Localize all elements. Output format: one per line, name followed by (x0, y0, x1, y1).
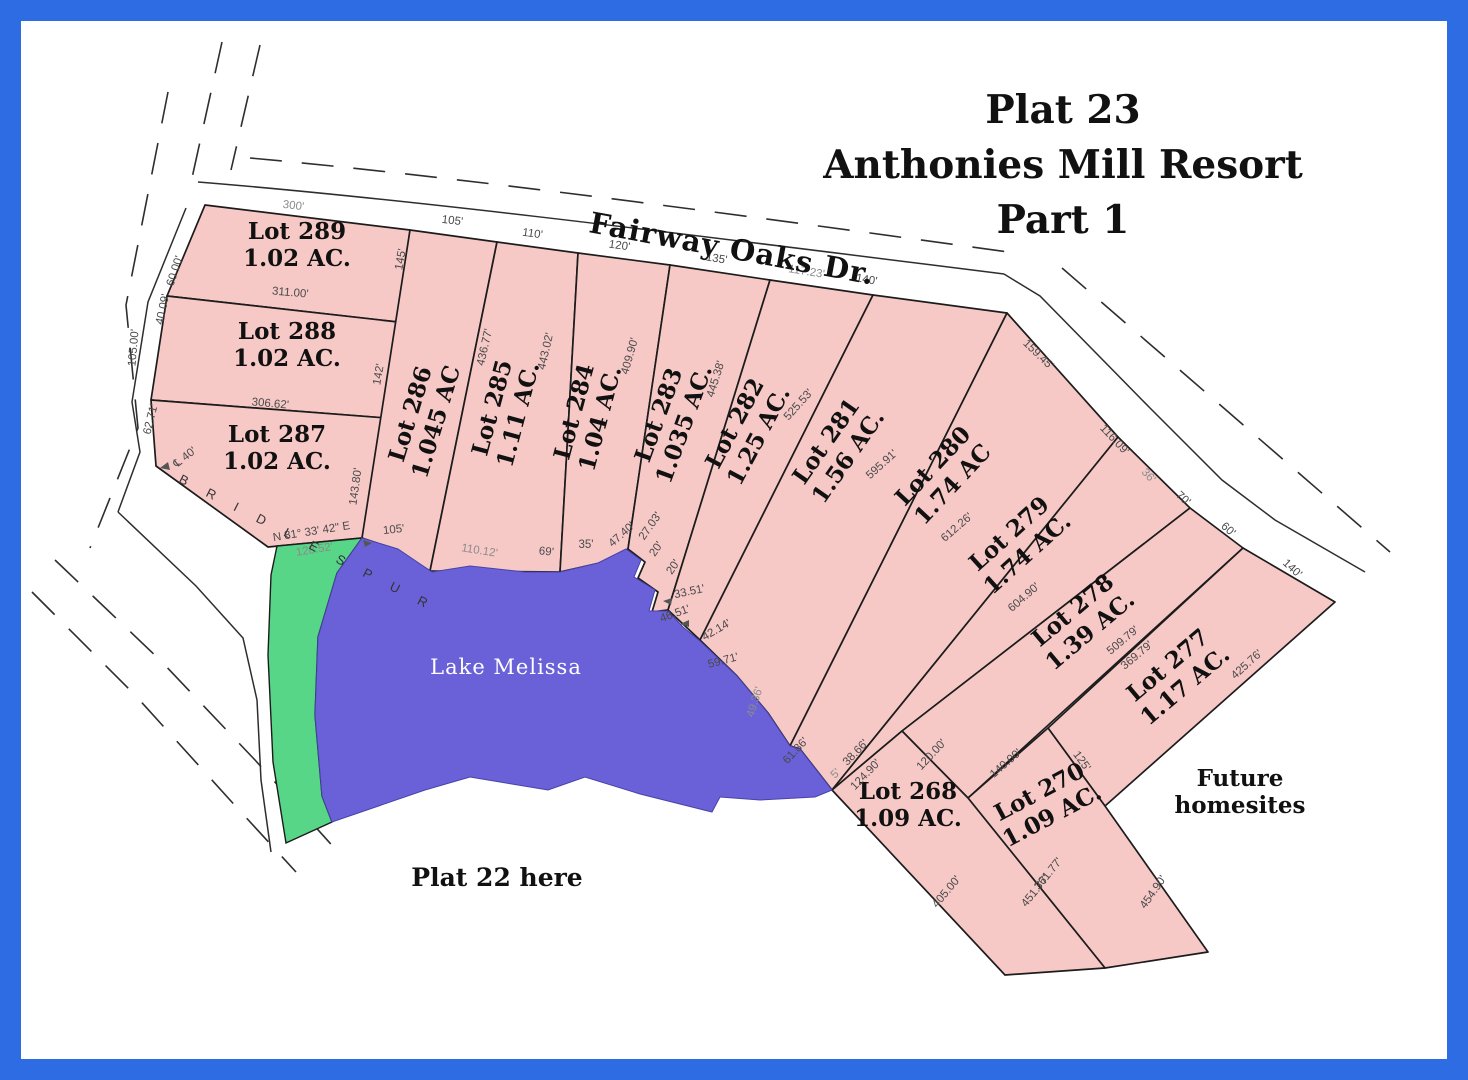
future-homesites-note-line1: Future (1197, 765, 1284, 792)
lot-id: Lot 268 (859, 778, 957, 805)
road-dashed-line (54, 559, 339, 853)
dim-label: 110.12' (460, 542, 498, 560)
page-subtitle: Anthonies Mill Resort (822, 142, 1302, 188)
road-dashed-lines (31, 41, 1391, 873)
lake-name-label: Lake Melissa (430, 655, 582, 679)
dim-label: 35' (579, 539, 594, 551)
dim-label: 69' (538, 545, 554, 559)
dim-label: 306.62' (251, 396, 289, 411)
road-line (117, 207, 187, 513)
lot-area: 1.09 AC. (854, 805, 962, 832)
dim-label: 105' (441, 214, 464, 229)
dim-label: 145' (393, 248, 409, 271)
road-dashed-line (89, 91, 169, 549)
lot-id: Lot 289 (248, 218, 346, 245)
title-block: Plat 23 Anthonies Mill Resort Part 1 (822, 87, 1302, 243)
dim-label: 140' (855, 272, 878, 288)
arrow-icon (363, 540, 372, 547)
page-title: Plat 23 (985, 87, 1140, 133)
page-subtitle-part: Part 1 (997, 197, 1130, 243)
road-dashed-line (249, 157, 1009, 253)
arrow-icon (160, 462, 170, 470)
lot-area: 1.02 AC. (223, 448, 331, 475)
lake-melissa-area (314, 537, 833, 823)
dim-label: 143.80' (347, 467, 364, 506)
road-dashed-line (230, 44, 261, 171)
lot-area: 1.02 AC. (233, 345, 341, 372)
arrow-icon (680, 620, 689, 627)
dim-label: 128.52' (295, 541, 334, 559)
dim-label: 300' (282, 199, 305, 214)
dim-label: 311.00' (272, 285, 309, 300)
lot-289-label: Lot 289 1.02 AC. (243, 218, 351, 272)
dim-label: 142' (371, 363, 387, 386)
dim-label: 110' (521, 227, 543, 242)
lot-287-label: Lot 287 1.02 AC. (223, 421, 331, 475)
leader-arrows (160, 462, 689, 627)
dim-label: 105' (382, 523, 405, 537)
dim-label: 135' (705, 251, 728, 266)
future-homesites-note-line2: homesites (1175, 792, 1306, 819)
lot-288-label: Lot 288 1.02 AC. (233, 318, 341, 372)
lot-268-label: Lot 268 1.09 AC. (854, 778, 962, 832)
road-dashed-line (31, 591, 297, 873)
road-dashed-line (191, 41, 223, 179)
road-solid-lines (117, 181, 1366, 853)
dim-label: 105.00' (126, 329, 141, 367)
lot-area: 1.02 AC. (243, 245, 351, 272)
road-line (117, 511, 272, 853)
road-line (1003, 273, 1366, 573)
dim-label: 117.23' (787, 263, 825, 281)
dim-label: 120' (608, 239, 631, 254)
lot-268-parcel (831, 730, 1106, 976)
lot-id: Lot 288 (238, 318, 336, 345)
road-dashed-line (1061, 267, 1391, 553)
road-line (197, 181, 1005, 275)
lot-id: Lot 287 (228, 421, 326, 448)
arrow-icon (663, 598, 672, 605)
plat22-note: Plat 22 here (411, 863, 582, 892)
parcels (150, 204, 1336, 976)
